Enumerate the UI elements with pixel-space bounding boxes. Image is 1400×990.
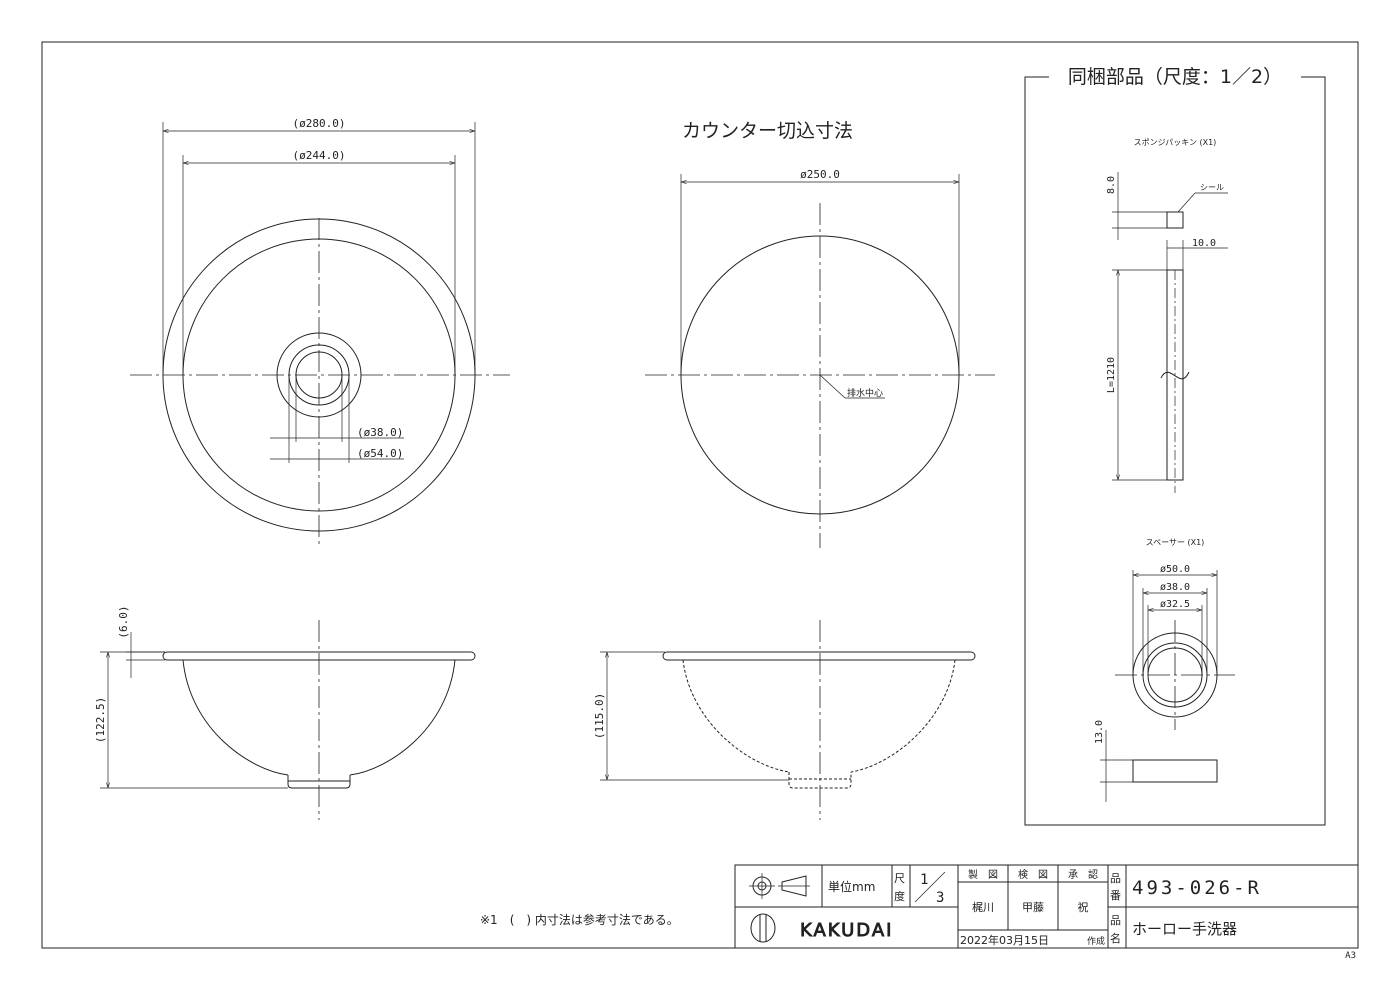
dim-spacer-d1: ø50.0	[1160, 564, 1190, 575]
dim-sponge-width: 10.0	[1192, 238, 1216, 249]
dim-sponge-thick: 8.0	[1106, 176, 1117, 194]
scale-label-1: 尺	[894, 872, 905, 885]
seal-label: シール	[1200, 183, 1224, 192]
dim-counter-dia: ø250.0	[800, 168, 840, 181]
part-name-label-1: 品	[1110, 914, 1121, 927]
parts-title: 同梱部品（尺度：1／2）	[1068, 66, 1282, 88]
dim-drain-inner: (ø38.0)	[357, 426, 403, 439]
dim-drain-outer: (ø54.0)	[357, 447, 403, 460]
reference-note: ※1 ( ) 内寸法は参考寸法である。	[480, 912, 679, 927]
sheet-border	[41, 41, 1359, 949]
dim-outer-dia: (ø280.0)	[293, 117, 346, 130]
check-label: 検 図	[1018, 868, 1048, 881]
spacer-side	[1132, 759, 1218, 783]
brand-name: KAKUDAI	[800, 920, 893, 941]
kakudai-logo: KAKUDAI	[750, 913, 893, 943]
sponge-break	[1160, 371, 1190, 380]
sponge-section	[1166, 211, 1184, 229]
bowl-body-left	[182, 659, 289, 776]
dim-rim-thick: (6.0)	[117, 605, 130, 638]
dim-height-left: (122.5)	[94, 697, 107, 743]
parts-frame	[1024, 76, 1326, 826]
dim-inner-dia: (ø244.0)	[293, 149, 346, 162]
approved-by: 祝	[1078, 900, 1089, 914]
scale-label-2: 度	[894, 889, 905, 903]
part-name: ホーロー手洗器	[1132, 920, 1237, 938]
drain-center-label: 排水中心	[847, 387, 883, 399]
dim-spacer-d2: ø38.0	[1160, 582, 1190, 593]
side-view-right: (115.0)	[593, 620, 976, 820]
top-view: (ø280.0) (ø244.0) (ø38.0) (ø54.0)	[130, 117, 510, 548]
counter-title: カウンター切込寸法	[682, 120, 853, 142]
counter-cut-view: カウンター切込寸法 ø250.0 排水中心	[645, 120, 995, 548]
part-number: 493-026-R	[1132, 877, 1262, 899]
sheet-size: A3	[1345, 951, 1356, 961]
part-no-label-1: 品	[1110, 872, 1121, 885]
title-block: 単位mm 尺 度 1 3 製 図 検 図 承 認 梶川 甲藤 祝 2022年03…	[734, 864, 1359, 949]
sponge-title: スポンジパッキン (X1)	[1134, 138, 1217, 147]
approve-label: 承 認	[1068, 868, 1098, 881]
projection-symbol	[749, 873, 810, 899]
dim-sponge-length: L=1210	[1106, 357, 1117, 393]
spacer-title: スペーサー (X1)	[1146, 538, 1205, 547]
scale-denominator: 3	[936, 890, 944, 906]
created-label: 作成	[1087, 935, 1105, 947]
checked-by: 甲藤	[1022, 901, 1044, 914]
dim-spacer-thick: 13.0	[1094, 720, 1105, 744]
scale-numerator: 1	[920, 872, 928, 888]
unit-label: 単位mm	[828, 879, 875, 894]
side-view-left: (6.0) (122.5)	[94, 605, 476, 820]
made-by: 梶川	[972, 900, 994, 914]
made-label: 製 図	[968, 868, 998, 881]
bowl-rim-left	[162, 651, 476, 661]
date: 2022年03月15日	[960, 933, 1049, 947]
part-no-label-2: 番	[1110, 889, 1121, 902]
bowl-rim-right	[662, 651, 976, 661]
dim-height-right: (115.0)	[593, 693, 606, 739]
bowl-body-right	[682, 659, 790, 773]
seal-leader	[1177, 192, 1196, 213]
dim-spacer-d3: ø32.5	[1160, 599, 1190, 610]
part-name-label-2: 名	[1110, 931, 1121, 945]
included-parts: 同梱部品（尺度：1／2） スポンジパッキン (X1) 8.0 シール 10.0 …	[1024, 66, 1326, 826]
drain-center-leader	[819, 374, 846, 399]
